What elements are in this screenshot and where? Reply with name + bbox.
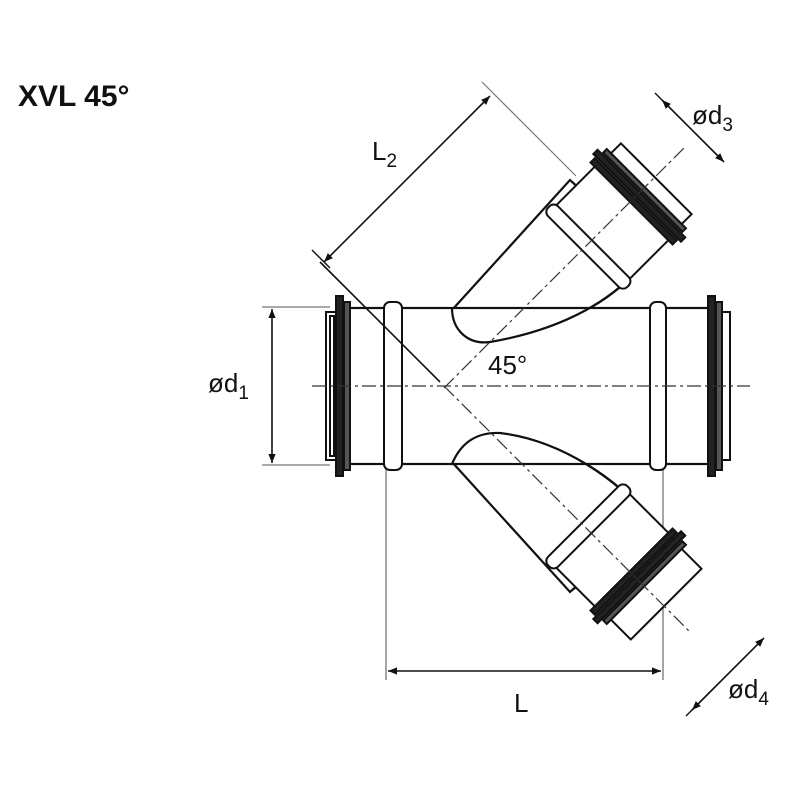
upper-branch-connector	[545, 141, 694, 290]
dimension-lines	[268, 81, 765, 717]
lower-branch-connector	[545, 483, 703, 641]
d4-label: ød4	[728, 674, 769, 710]
d1-label: ød1	[208, 368, 249, 404]
L2-label: L2	[372, 136, 397, 172]
d3-label: ød3	[692, 100, 733, 136]
product-title: XVL 45°	[18, 80, 130, 113]
L-label: L	[514, 688, 528, 718]
L2-dimension-line	[323, 95, 491, 263]
angle-reference-line	[319, 261, 441, 383]
angle-label: 45°	[488, 350, 527, 380]
center-lines	[312, 145, 750, 633]
d4-dimension-line	[691, 637, 765, 711]
d3-dimension-line	[661, 99, 725, 163]
